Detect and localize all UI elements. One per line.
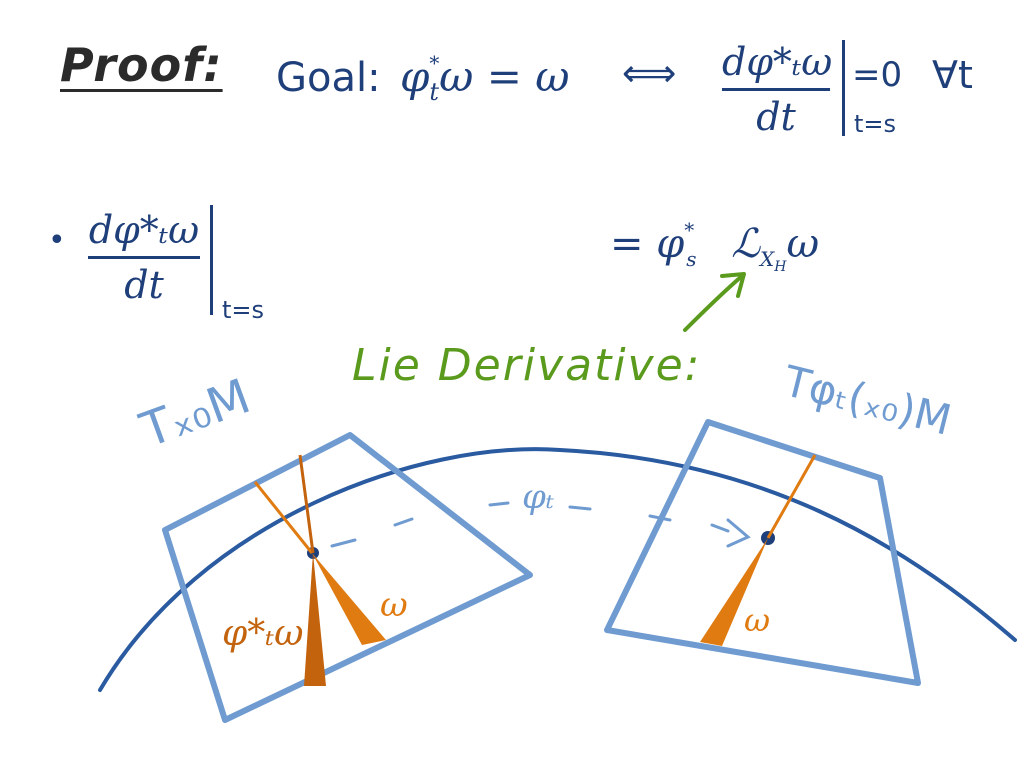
- bullet: •: [48, 223, 66, 258]
- line2-derivative: dφ*ₜω dt: [88, 208, 200, 307]
- pullback-line: [298, 454, 315, 554]
- lie-derivative-label: Lie Derivative:: [352, 340, 702, 391]
- omega-left-line: [253, 481, 314, 554]
- line2-deriv-den: dt: [124, 263, 164, 307]
- goal-equation: φ*tω = ω: [400, 53, 570, 107]
- pullback-label: φ*ₜω: [222, 613, 304, 654]
- header-eval-value: =0: [852, 55, 903, 95]
- rhs-lie-sub-h: H: [774, 259, 787, 275]
- header-deriv-num: dφ*ₜω: [722, 40, 833, 84]
- iff-symbol: ⟺: [622, 51, 677, 95]
- rhs-lie-sub: XH: [760, 247, 786, 274]
- header-eval-sub: t=s: [854, 110, 897, 138]
- line2-eval-bar: [210, 205, 213, 315]
- proof-label: Proof:: [60, 38, 223, 92]
- goal-omega: ω: [439, 52, 474, 101]
- left-tangent-plane: [162, 432, 533, 723]
- goal-phi: φ: [400, 52, 430, 101]
- goal-label: Goal:: [276, 55, 381, 101]
- omega-right-line: [766, 454, 817, 539]
- line2-deriv-bar: [88, 256, 200, 259]
- header-eval-bar: [842, 40, 845, 136]
- lie-arrow: [683, 272, 746, 332]
- rhs-phi: φ: [656, 221, 685, 267]
- header-derivative: dφ*ₜω dt: [722, 40, 833, 139]
- omega-right-wedge: [700, 538, 768, 646]
- rhs-lie-L: ℒ: [731, 221, 761, 267]
- rhs-sub: s: [686, 247, 697, 271]
- rhs-star: *: [684, 217, 695, 242]
- line2-rhs: = φ* s ℒXHω: [610, 220, 820, 274]
- line2-eval-sub: t=s: [222, 296, 265, 324]
- flow-label: φₜ: [522, 477, 555, 517]
- goal-rhs: ω: [535, 52, 570, 101]
- rhs-omega: ω: [786, 221, 820, 267]
- rhs-lie-sub-x: X: [760, 247, 775, 271]
- omega-left-label: ω: [380, 585, 408, 625]
- rhs-eq: =: [610, 221, 644, 267]
- pullback-wedge: [304, 553, 326, 686]
- line2-deriv-num: dφ*ₜω: [88, 208, 200, 252]
- header-deriv-den: dt: [756, 95, 796, 139]
- goal-sub: t: [429, 78, 440, 107]
- goal-eq: =: [486, 52, 522, 101]
- omega-left-wedge: [312, 553, 386, 645]
- omega-right-label: ω: [744, 601, 771, 639]
- header-deriv-bar: [722, 88, 830, 91]
- flow-arrow: [330, 501, 751, 548]
- goal-star: *: [429, 51, 440, 75]
- header-forall: ∀t: [932, 53, 973, 97]
- right-tangent-plane: [604, 419, 921, 686]
